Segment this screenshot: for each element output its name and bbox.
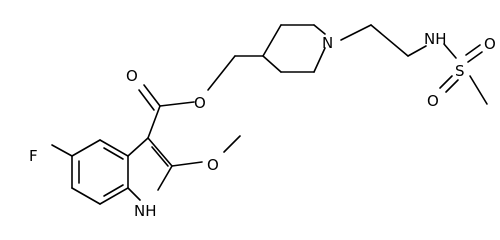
- bond: [171, 161, 203, 167]
- bond: [127, 137, 149, 157]
- atom-label-methoxy-oxygen: O: [207, 156, 219, 174]
- bond: [223, 135, 241, 153]
- bond: [370, 24, 409, 57]
- atom-label-ester-carbonyl-oxygen: O: [126, 67, 138, 85]
- bond: [71, 139, 101, 157]
- bond: [99, 187, 129, 205]
- bond: [439, 75, 453, 89]
- bonds: [51, 24, 488, 205]
- bond: [407, 45, 427, 57]
- bond: [103, 184, 124, 197]
- bond: [207, 55, 236, 91]
- bond: [147, 137, 173, 167]
- bond: [313, 24, 326, 35]
- bond: [313, 47, 326, 73]
- bond: [127, 187, 141, 201]
- bond: [138, 89, 155, 111]
- bond: [151, 146, 169, 167]
- bond: [99, 139, 129, 157]
- bond: [147, 105, 161, 139]
- bond: [103, 147, 124, 160]
- atom-label-indole-nh: NH: [134, 202, 157, 220]
- bond: [467, 51, 483, 63]
- atom-label-piperidine-nitrogen: N: [322, 34, 333, 52]
- atom-label-sulfonyl-oxygen-bottom: O: [427, 92, 439, 110]
- bond: [340, 24, 372, 41]
- molecule-svg: F O O O N NH NH S O O: [29, 24, 496, 220]
- bond: [159, 101, 195, 107]
- bond: [445, 79, 459, 93]
- atom-label-sulfur: S: [455, 62, 465, 80]
- bond: [465, 44, 481, 56]
- atom-label-ester-oxygen: O: [194, 94, 206, 112]
- bond: [71, 187, 101, 205]
- bond: [51, 144, 73, 157]
- structure-diagram: F O O O N NH NH S O O: [29, 24, 496, 220]
- bond: [262, 55, 282, 73]
- atom-label-sulfonyl-oxygen-top: O: [484, 35, 496, 53]
- atom-labels: F O O O N NH NH S O O: [29, 30, 496, 220]
- bond: [157, 165, 173, 191]
- bond: [262, 24, 282, 57]
- atom-label-fluorine: F: [29, 147, 38, 165]
- bond: [469, 75, 488, 105]
- bond: [443, 43, 457, 59]
- atom-label-sulfonamide-nh: NH: [424, 30, 447, 48]
- bond: [143, 84, 161, 107]
